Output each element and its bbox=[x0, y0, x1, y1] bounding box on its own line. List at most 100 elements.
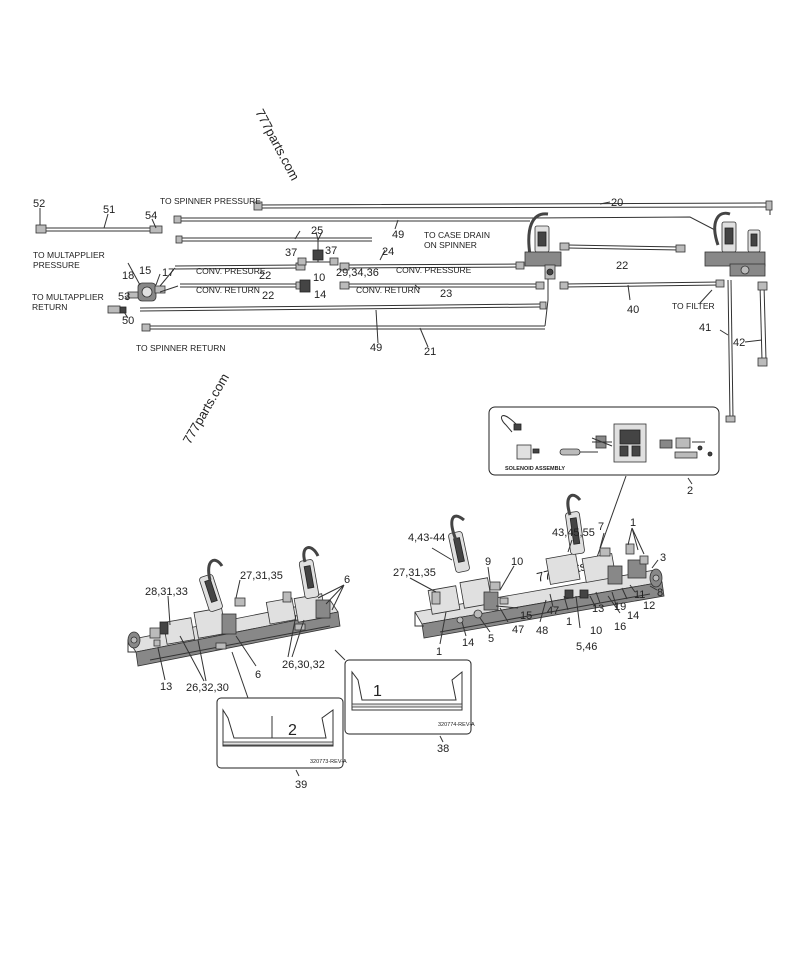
callout-28-31-33: 28,31,33 bbox=[145, 586, 188, 598]
callout-9: 9 bbox=[485, 556, 491, 568]
callout-10: 10 bbox=[313, 272, 325, 284]
callout-51: 51 bbox=[103, 204, 115, 216]
decal-1-code: 320774-REV-A bbox=[438, 722, 475, 728]
label-to-multapplier-return: TO MULTAPPLIER bbox=[32, 292, 104, 302]
watermark: 777parts.com bbox=[252, 106, 302, 183]
callout-39: 39 bbox=[295, 779, 307, 791]
label-to-case-drain: TO CASE DRAIN bbox=[424, 230, 490, 240]
hose-40 bbox=[564, 281, 721, 285]
callout-49: 49 bbox=[370, 342, 382, 354]
callout-37: 37 bbox=[325, 245, 337, 257]
callout-10: 10 bbox=[590, 625, 602, 637]
valve-assembly-right bbox=[704, 211, 766, 277]
callout-11: 11 bbox=[634, 589, 645, 601]
tee-fitting bbox=[297, 231, 339, 266]
callout-4-43-44: 4,43-44 bbox=[408, 532, 445, 544]
callout-23: 23 bbox=[440, 288, 452, 300]
callout-1: 1 bbox=[436, 646, 442, 658]
callout-1: 1 bbox=[630, 517, 636, 529]
label-to-multapplier-pressure: TO MULTAPPLIER bbox=[33, 250, 105, 260]
decal-1-number: 1 bbox=[373, 683, 382, 700]
callout-3: 3 bbox=[660, 552, 666, 564]
callout-52: 52 bbox=[33, 198, 45, 210]
callout-14: 14 bbox=[627, 610, 639, 622]
label-to-spinner-pressure: TO SPINNER PRESSURE bbox=[160, 196, 261, 206]
callout-29-34-36: 29,34,36 bbox=[336, 267, 379, 279]
label-to-multapplier-return: RETURN bbox=[32, 302, 67, 312]
callout-7: 7 bbox=[598, 521, 604, 533]
callout-6: 6 bbox=[344, 574, 350, 586]
callout-24: 24 bbox=[382, 246, 394, 258]
callout-43-45-55: 43,45,55 bbox=[552, 527, 595, 539]
callout-42: 42 bbox=[733, 337, 745, 349]
hose-49-lower bbox=[139, 303, 541, 309]
label-conv-pressure: CONV. PRESURE bbox=[196, 266, 266, 276]
callout-50: 50 bbox=[122, 315, 134, 327]
callout-5-46: 5,46 bbox=[576, 641, 597, 653]
watermark: 777parts.com bbox=[180, 371, 232, 447]
callout-13: 13 bbox=[592, 603, 604, 615]
callout-10: 10 bbox=[511, 556, 523, 568]
left-valve-assembly: 27,31,35 6 28,31,33 26,30,32 6 13 26,32,… bbox=[127, 546, 350, 694]
label-solenoid-assembly: SOLENOID ASSEMBLY bbox=[505, 466, 565, 472]
label-conv-pressure: CONV. PRESSURE bbox=[396, 265, 472, 275]
callout-53: 53 bbox=[118, 291, 130, 303]
solenoid-inset: SOLENOID ASSEMBLY 2 bbox=[488, 406, 720, 561]
callout-14: 14 bbox=[314, 289, 326, 301]
callout-22: 22 bbox=[262, 290, 274, 302]
callout-13: 13 bbox=[160, 681, 172, 693]
decal-2-code: 320773-REV-A bbox=[310, 759, 347, 765]
hose-20 bbox=[257, 202, 771, 215]
callout-22: 22 bbox=[259, 270, 271, 282]
callout-41: 41 bbox=[699, 322, 711, 334]
decal-2: 2 320773-REV-A 39 bbox=[216, 651, 347, 791]
plumbing-schematic: TO SPINNER PRESSURE TO CASE DRAIN ON SPI… bbox=[32, 196, 773, 423]
callout-26-30-32: 26,30,32 bbox=[282, 659, 325, 671]
callout-5: 5 bbox=[488, 633, 494, 645]
right-valve-assembly: 4,43-44 43,45,55 7 1 3 27,31,35 9 10 8 1… bbox=[393, 493, 666, 658]
callout-47: 47 bbox=[512, 624, 524, 636]
callout-20: 20 bbox=[611, 197, 623, 209]
manifold-block bbox=[127, 267, 179, 302]
label-conv-return: CONV. RETURN bbox=[356, 285, 420, 295]
callout-14: 14 bbox=[462, 637, 474, 649]
callout-54: 54 bbox=[145, 210, 157, 222]
callout-15: 15 bbox=[520, 610, 532, 622]
callout-8: 8 bbox=[657, 587, 663, 599]
label-on-spinner: ON SPINNER bbox=[424, 240, 477, 250]
callout-38: 38 bbox=[437, 743, 449, 755]
decal-1: 1 320774-REV-A 38 bbox=[334, 649, 475, 755]
callout-27-31-35: 27,31,35 bbox=[240, 570, 283, 582]
callout-22: 22 bbox=[616, 260, 628, 272]
callout-18: 18 bbox=[122, 270, 134, 282]
label-to-spinner-return: TO SPINNER RETURN bbox=[136, 343, 226, 353]
callout-48: 48 bbox=[536, 625, 548, 637]
conv-pressure-right bbox=[344, 263, 521, 266]
callout-47: 47 bbox=[547, 605, 559, 617]
valve-assembly-center bbox=[524, 212, 562, 280]
callout-49: 49 bbox=[392, 229, 404, 241]
callout-40: 40 bbox=[627, 304, 639, 316]
tee-fitting-14 bbox=[299, 279, 311, 293]
callout-21: 21 bbox=[424, 346, 436, 358]
callout-1: 1 bbox=[566, 616, 572, 628]
callout-12: 12 bbox=[643, 600, 655, 612]
label-conv-return: CONV. RETURN bbox=[196, 285, 260, 295]
callout-17: 17 bbox=[162, 267, 174, 279]
callout-2: 2 bbox=[687, 485, 693, 497]
callout-27-31-35: 27,31,35 bbox=[393, 567, 436, 579]
conv-pressure-left bbox=[174, 264, 301, 267]
callout-6: 6 bbox=[255, 669, 261, 681]
hose-22-right bbox=[567, 244, 681, 248]
decal-2-number: 2 bbox=[288, 722, 297, 739]
callout-16: 16 bbox=[614, 621, 626, 633]
callout-19: 19 bbox=[614, 601, 626, 613]
callout-15: 15 bbox=[139, 265, 151, 277]
hose-42 bbox=[759, 284, 763, 361]
callout-25: 25 bbox=[311, 225, 323, 237]
callout-26-32-30: 26,32,30 bbox=[186, 682, 229, 694]
callout-37: 37 bbox=[285, 247, 297, 259]
label-to-filter: TO FILTER bbox=[672, 301, 715, 311]
label-to-multapplier-pressure: PRESSURE bbox=[33, 260, 80, 270]
